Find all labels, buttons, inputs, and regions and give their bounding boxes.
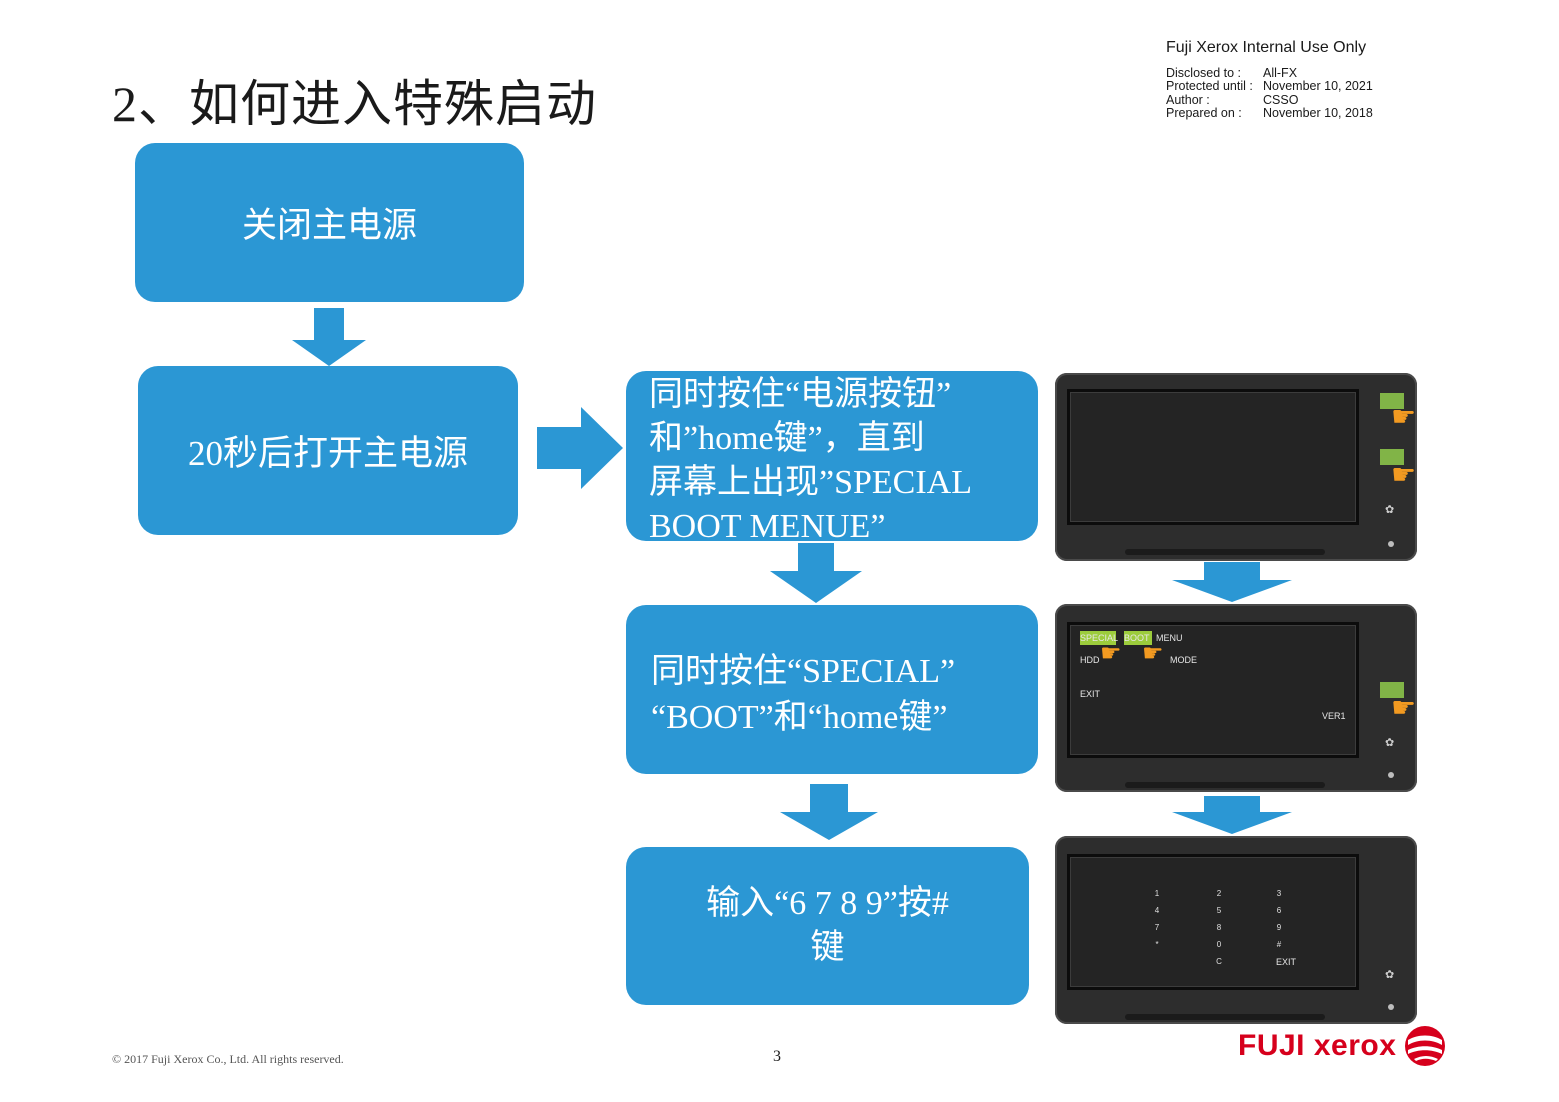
finger-pointer-icon: ☛ <box>1100 639 1122 667</box>
softkey-boot: BOOT <box>1124 633 1150 643</box>
keypad-digit: * <box>1155 940 1159 949</box>
step-box-enter-code: 输入“6 7 8 9”按# 键 <box>626 847 1029 1005</box>
step-box-power-off: 关闭主电源 <box>135 143 524 302</box>
keypad-digit: 3 <box>1276 889 1282 898</box>
meta-label: Protected until : <box>1166 79 1253 94</box>
settings-icon: ✿ <box>1385 736 1395 749</box>
step-text: 同时按住“SPECIAL” “BOOT”和“home键” <box>651 649 955 741</box>
step-line: 同时按住“SPECIAL” <box>651 653 956 690</box>
arrow-down-icon <box>1172 796 1292 834</box>
panel-lip <box>1125 1014 1325 1020</box>
copyright-notice: © 2017 Fuji Xerox Co., Ltd. All rights r… <box>112 1052 344 1066</box>
step-box-press-power-home: 同时按住“电源按钮” 和”home键”，直到 屏幕上出现”SPECIAL BOO… <box>626 371 1038 541</box>
home-key-highlight <box>1380 393 1404 409</box>
control-panel-image-1: ☛ ☛ ✿ <box>1055 373 1417 561</box>
step-line: 键 <box>810 929 845 966</box>
control-panel-image-2: SPECIAL BOOT MENU HDD MODE ☛ ☛ EXIT VER1… <box>1055 604 1417 792</box>
panel-lip <box>1125 549 1325 555</box>
version-label: VER1 <box>1322 711 1346 721</box>
step-box-press-special-boot: 同时按住“SPECIAL” “BOOT”和“home键” <box>626 605 1038 774</box>
softkey-menu: MENU <box>1156 633 1183 643</box>
step-line: “BOOT”和“home键” <box>651 699 948 736</box>
finger-pointer-icon: ☛ <box>1142 639 1164 667</box>
arrow-down-icon <box>1172 562 1292 602</box>
control-panel-image-3: 1 4 7 * 2 5 8 0 C 3 6 9 # EXIT ✿ <box>1055 836 1417 1024</box>
indicator-dot <box>1388 541 1394 547</box>
softkey-exit: EXIT <box>1080 689 1101 699</box>
step-line: 输入“6 7 8 9”按# <box>706 885 949 922</box>
step-text: 20秒后打开主电源 <box>187 434 468 473</box>
settings-icon: ✿ <box>1385 968 1395 981</box>
meta-value: CSSO <box>1263 92 1299 107</box>
meta-label: Author : <box>1166 92 1210 107</box>
step-line: 同时按住“电源按钮” <box>649 376 952 413</box>
finger-pointer-icon: ☛ <box>1391 400 1417 433</box>
disclosure-meta: Disclosed to : All-FX Protected until : No… <box>1166 66 1373 121</box>
step-line: 屏幕上出现”SPECIAL <box>649 464 972 501</box>
keypad-exit: EXIT <box>1276 957 1297 967</box>
meta-row-prepared: Prepared on : November 10, 2018 <box>1166 106 1373 121</box>
meta-row-author: Author : CSSO <box>1166 92 1373 107</box>
meta-row-protected: Protected until : November 10, 2021 <box>1166 79 1373 94</box>
panel-lip <box>1125 782 1325 788</box>
arrow-down-icon <box>292 308 366 366</box>
xerox-sphere-icon <box>1405 1026 1446 1066</box>
slide-title: 2、如何进入特殊启动 <box>112 76 597 132</box>
softkey-hdd: HDD <box>1080 655 1100 665</box>
keypad-digit: # <box>1276 940 1282 949</box>
softkey-special: SPECIAL <box>1080 633 1119 643</box>
keypad-column-2: 2 5 8 0 C <box>1212 885 1226 970</box>
settings-icon: ✿ <box>1385 503 1395 516</box>
keypad-digit: 5 <box>1216 906 1222 915</box>
panel-screen: 1 4 7 * 2 5 8 0 C 3 6 9 # EXIT <box>1067 854 1359 990</box>
keypad-digit: 9 <box>1276 923 1282 932</box>
keypad-digit: 8 <box>1216 923 1222 932</box>
keypad-digit: C <box>1216 957 1222 966</box>
keypad-digit: 0 <box>1216 940 1222 949</box>
finger-pointer-icon: ☛ <box>1391 691 1417 724</box>
step-text: 同时按住“电源按钮” 和”home键”，直到 屏幕上出现”SPECIAL BOO… <box>649 373 1009 541</box>
step-text: 关闭主电源 <box>241 206 417 245</box>
arrow-down-icon <box>780 784 878 840</box>
keypad-digit: 7 <box>1154 923 1160 932</box>
keypad-digit: 1 <box>1154 889 1160 898</box>
meta-value: All-FX <box>1263 66 1298 80</box>
step-text: 输入“6 7 8 9”按# 键 <box>706 882 949 970</box>
keypad-column-3: 3 6 9 # <box>1272 885 1286 953</box>
home-key-highlight <box>1380 682 1404 698</box>
step-line: BOOT MENUE” <box>649 508 886 541</box>
panel-screen: SPECIAL BOOT MENU HDD MODE ☛ ☛ EXIT VER1 <box>1067 622 1359 758</box>
meta-value: November 10, 2021 <box>1263 79 1373 94</box>
page-number: 3 <box>773 1048 781 1065</box>
keypad-digit: 4 <box>1154 906 1160 915</box>
special-key-highlight <box>1080 631 1116 645</box>
keypad-digit: 2 <box>1216 889 1222 898</box>
meta-value: November 10, 2018 <box>1263 106 1373 121</box>
meta-row-disclosed: Disclosed to : All-FX <box>1166 66 1373 80</box>
keypad-column-1: 1 4 7 * <box>1150 885 1164 953</box>
step-box-power-on: 20秒后打开主电源 <box>138 366 518 535</box>
softkey-mode: MODE <box>1170 655 1197 665</box>
indicator-dot <box>1388 1004 1394 1010</box>
arrow-right-icon <box>537 407 623 489</box>
panel-screen <box>1067 389 1359 525</box>
logo-wordmark: FUJI xerox <box>1238 1029 1397 1062</box>
arrow-down-icon <box>770 543 862 603</box>
classification-label: Fuji Xerox Internal Use Only <box>1166 39 1367 56</box>
power-key-highlight <box>1380 449 1404 465</box>
finger-pointer-icon: ☛ <box>1391 458 1417 491</box>
boot-key-highlight <box>1124 631 1152 645</box>
fuji-xerox-logo: FUJI xerox <box>1238 1022 1468 1070</box>
keypad-digit: 6 <box>1276 906 1282 915</box>
meta-label: Prepared on : <box>1166 106 1242 121</box>
indicator-dot <box>1388 772 1394 778</box>
meta-label: Disclosed to : <box>1166 66 1242 80</box>
step-line: 和”home键”，直到 <box>649 420 925 457</box>
